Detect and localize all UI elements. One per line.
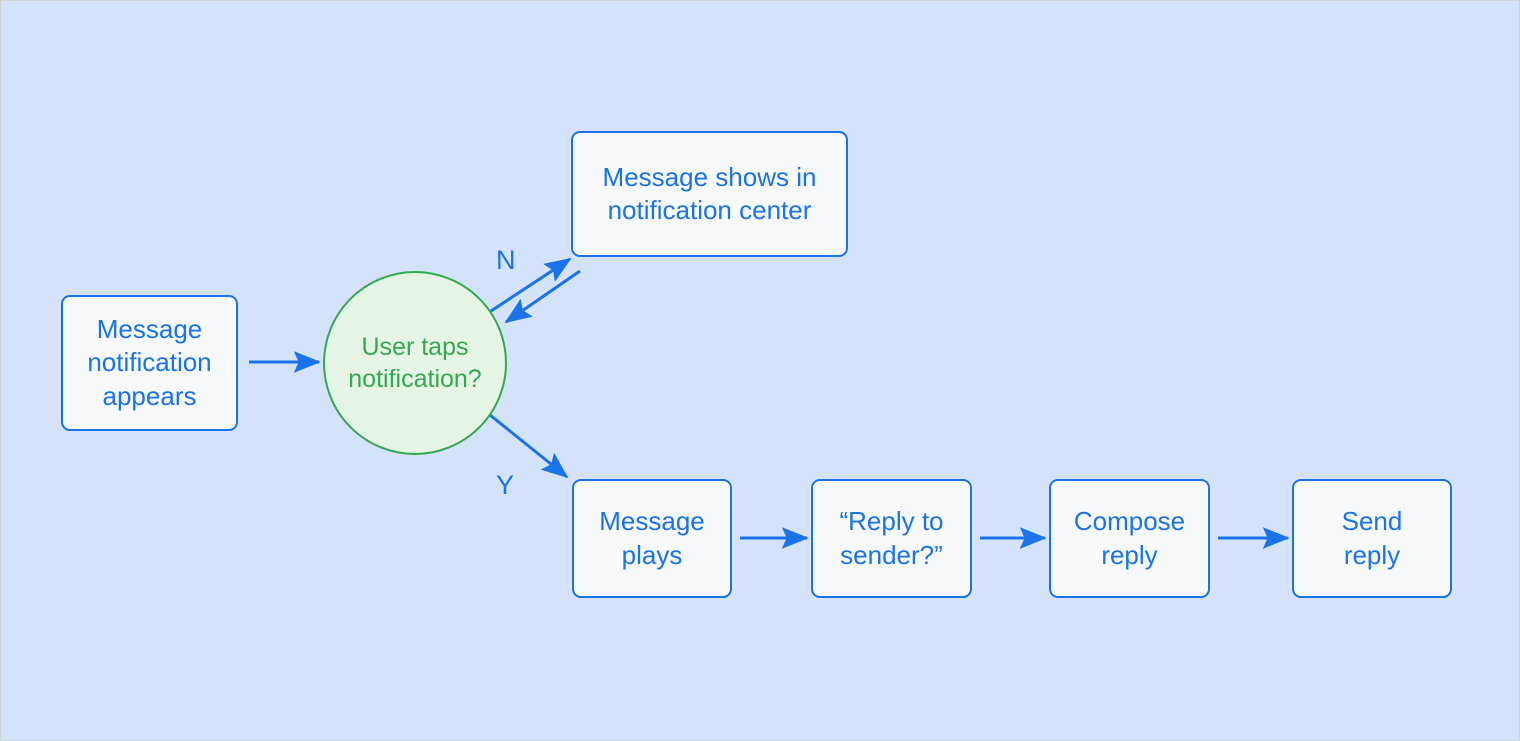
node-reply-to-sender[interactable]: “Reply to sender?” (811, 479, 972, 598)
node-label: Compose reply (1073, 506, 1186, 570)
edge-center-to-decision (504, 269, 581, 324)
edge-label-n: N (496, 245, 516, 275)
node-label: User taps notification? (348, 333, 482, 393)
edge-label-y: Y (496, 470, 515, 500)
node-compose-reply[interactable]: Compose reply (1049, 479, 1210, 598)
node-message-plays[interactable]: Message plays (572, 479, 732, 598)
edge-decision-to-plays (489, 413, 569, 479)
node-send-reply[interactable]: Send reply (1292, 479, 1452, 598)
node-label: Message shows in notification center (602, 161, 817, 225)
node-message-notification-appears[interactable]: Message notification appears (61, 295, 238, 431)
node-message-shows-in-notification-center[interactable]: Message shows in notification center (571, 131, 848, 257)
node-label: “Reply to sender?” (839, 506, 944, 570)
node-label: Message notification appears (87, 314, 212, 411)
node-label: Message plays (599, 506, 705, 570)
node-user-taps-notification[interactable]: User taps notification? (323, 271, 507, 455)
node-label: Send reply (1341, 506, 1403, 570)
